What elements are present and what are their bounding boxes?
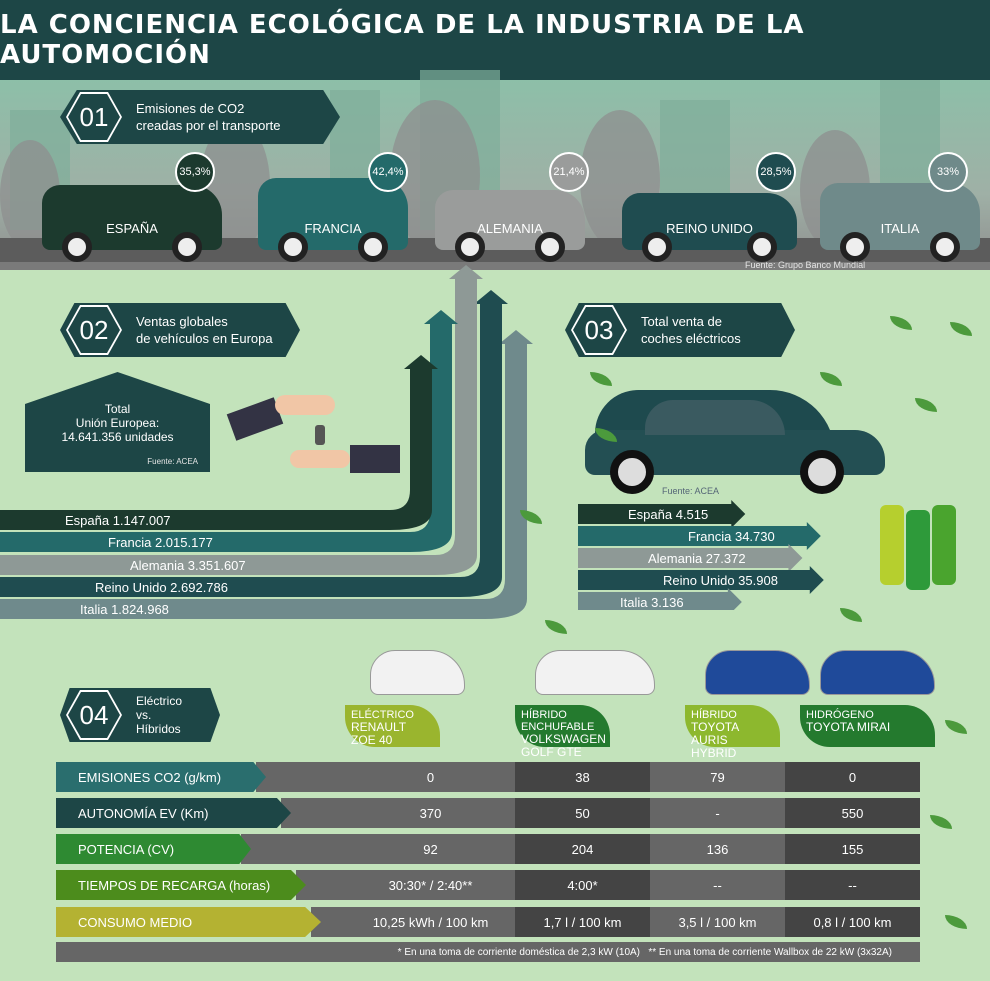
table-cell: 204 — [515, 834, 650, 864]
sales-bar-0 — [0, 355, 438, 530]
car-country-label: FRANCIA — [304, 221, 362, 236]
table-cell: 155 — [785, 834, 920, 864]
car-country-label: ITALIA — [880, 221, 920, 236]
hand-with-keys-icon — [226, 395, 400, 475]
battery-recycle-icon — [880, 500, 960, 590]
car-country-label: REINO UNIDO — [666, 221, 753, 236]
electric-car-image — [585, 390, 890, 495]
table-row: TIEMPOS DE RECARGA (horas) 30:30* / 2:40… — [56, 870, 920, 900]
source-acea: Fuente: ACEA — [662, 486, 720, 496]
emission-percent-badge: 42,4% — [368, 152, 408, 192]
car-photo — [820, 650, 935, 695]
sales-bar-label: Italia 1.824.968 — [80, 602, 169, 617]
table-cell: 550 — [785, 798, 920, 828]
car-0: ESPAÑA — [42, 185, 222, 262]
ev-bar-label: Italia 3.136 — [620, 595, 684, 610]
table-cell: 370 — [346, 798, 515, 828]
table-cell: 79 — [650, 762, 785, 792]
car-photo — [705, 650, 810, 695]
ev-bar-label: España 4.515 — [628, 507, 708, 522]
ev-bar-label: Reino Unido 35.908 — [663, 573, 778, 588]
ev-bar-3 — [578, 542, 824, 594]
table-cell: 92 — [346, 834, 515, 864]
ev-bar-label: Francia 34.730 — [688, 529, 775, 544]
emission-percent-badge: 28,5% — [756, 152, 796, 192]
row-label: CONSUMO MEDIO — [56, 907, 321, 937]
table-cell: 30:30* / 2:40** — [346, 870, 515, 900]
table-cell: 38 — [515, 762, 650, 792]
car-photo — [535, 650, 655, 695]
sales-bar-label: España 1.147.007 — [65, 513, 171, 528]
car-photo — [370, 650, 465, 695]
table-cell: 4:00* — [515, 870, 650, 900]
table-cell: -- — [650, 870, 785, 900]
car-2: ALEMANIA — [435, 190, 585, 262]
sales-bar-label: Alemania 3.351.607 — [130, 558, 246, 573]
ev-bar-2 — [578, 520, 803, 572]
emission-percent-badge: 33% — [928, 152, 968, 192]
source-world-bank: Fuente: Grupo Banco Mundial — [745, 260, 866, 270]
row-label: EMISIONES CO2 (g/km) — [56, 762, 266, 792]
table-cell: - — [650, 798, 785, 828]
ev-bar-label: Alemania 27.372 — [648, 551, 746, 566]
ev-bar-0 — [578, 476, 746, 528]
page-title: LA CONCIENCIA ECOLÓGICA DE LA INDUSTRIA … — [0, 0, 990, 80]
table-cell: 0 — [785, 762, 920, 792]
emission-percent-badge: 21,4% — [549, 152, 589, 192]
car-4: ITALIA — [820, 183, 980, 262]
row-label: POTENCIA (CV) — [56, 834, 251, 864]
table-cell: 136 — [650, 834, 785, 864]
table-cell: 0 — [346, 762, 515, 792]
row-label: AUTONOMÍA EV (Km) — [56, 798, 291, 828]
ev-bar-4 — [578, 564, 742, 610]
sales-bar-label: Francia 2.015.177 — [108, 535, 213, 550]
ev-bar-1 — [578, 498, 821, 550]
table-cell: 50 — [515, 798, 650, 828]
footnote: * En una toma de corriente doméstica de … — [56, 942, 920, 962]
sales-bar-label: Reino Unido 2.692.786 — [95, 580, 228, 595]
table-cell: 10,25 kWh / 100 km — [346, 907, 515, 937]
emission-percent-badge: 35,3% — [175, 152, 215, 192]
table-cell: 0,8 l / 100 km — [785, 907, 920, 937]
table-cell: -- — [785, 870, 920, 900]
car-country-label: ALEMANIA — [477, 221, 543, 236]
car-country-label: ESPAÑA — [106, 221, 158, 236]
car-3: REINO UNIDO — [622, 193, 797, 262]
table-cell: 1,7 l / 100 km — [515, 907, 650, 937]
row-label: TIEMPOS DE RECARGA (horas) — [56, 870, 306, 900]
table-cell: 3,5 l / 100 km — [650, 907, 785, 937]
